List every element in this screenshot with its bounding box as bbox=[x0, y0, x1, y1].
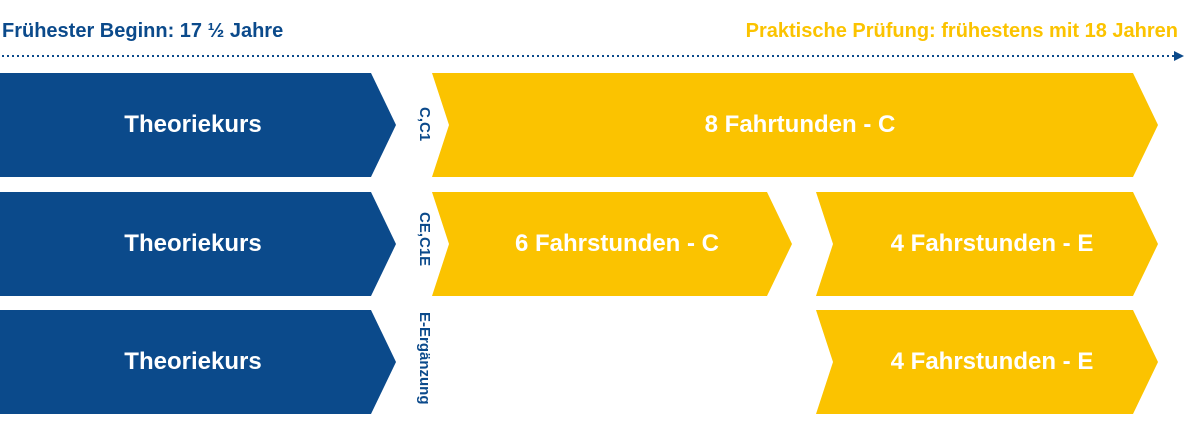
practical-exam-label: Praktische Prüfung: frühestens mit 18 Ja… bbox=[745, 20, 1178, 42]
earliest-start-label: Frühester Beginn: 17 ½ Jahre bbox=[2, 20, 284, 42]
driving-lessons-c-8: 8 Fahrtunden - C bbox=[432, 73, 1158, 177]
driving-lessons-e-4-row2: 4 Fahrstunden - E bbox=[816, 192, 1158, 296]
driving-lessons-label: 4 Fahrstunden - E bbox=[890, 348, 1094, 375]
driving-lessons-label: 6 Fahrstunden - C bbox=[514, 230, 719, 257]
category-label-c-c1: C,C1 bbox=[416, 107, 433, 142]
driving-lessons-c-6: 6 Fahrstunden - C bbox=[432, 192, 792, 296]
theory-course-e-supplement: Theoriekurs bbox=[0, 310, 396, 414]
theory-course-ce-c1e: Theoriekurs bbox=[0, 192, 396, 296]
theory-course-c-c1: Theoriekurs bbox=[0, 73, 396, 177]
timeline-arrowhead bbox=[1174, 51, 1184, 61]
theory-course-label: Theoriekurs bbox=[124, 230, 262, 257]
theory-course-label: Theoriekurs bbox=[124, 348, 262, 375]
driving-lessons-label: 8 Fahrtunden - C bbox=[704, 111, 896, 138]
timeline-arrow bbox=[2, 51, 1184, 61]
category-label-e-supplement: E-Ergänzung bbox=[416, 312, 433, 405]
category-label-ce-c1e: CE,C1E bbox=[416, 212, 433, 267]
driving-lessons-label: 4 Fahrstunden - E bbox=[890, 230, 1094, 257]
driving-lessons-e-4-row3: 4 Fahrstunden - E bbox=[816, 310, 1158, 414]
theory-course-label: Theoriekurs bbox=[124, 111, 262, 138]
